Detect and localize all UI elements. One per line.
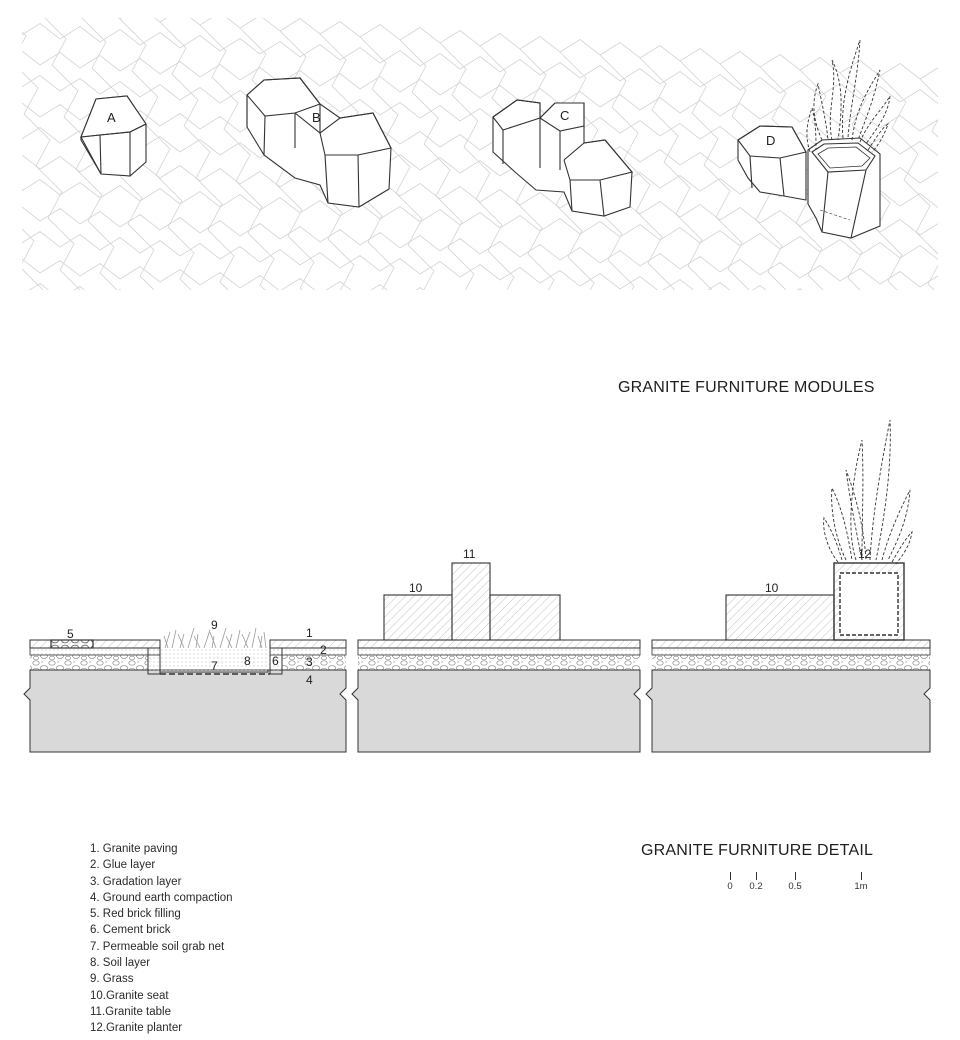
callout-7: 7 [211,659,218,673]
callout-8: 8 [244,654,251,668]
legend-item: 8. Soil layer [90,957,151,970]
legend-item: 4. Ground earth compaction [90,891,233,904]
grid-line [839,72,903,290]
module-c-label: C [560,108,569,123]
section-seat-planter [645,419,931,753]
grid-line [159,21,235,290]
modules-title: GRANITE FURNITURE MODULES [618,379,875,396]
grid-line [22,31,81,290]
legend-item: 6. Cement brick [90,924,171,937]
module-b: B [246,77,392,208]
module-b-label: B [312,110,321,125]
callout-10-seat-planter: 10 [765,581,779,595]
legend-item: 2. Glue layer [90,859,156,872]
legend-item: 12.Granite planter [90,1022,183,1035]
grid-line [639,57,713,290]
grid-line [28,283,122,290]
grid-line [439,42,515,290]
grid-line [919,78,938,138]
grid-line [22,188,44,290]
legend-item: 11.Granite table [90,1005,171,1018]
grid-line [44,18,118,290]
legend-item: 1. Granite paving [90,843,178,855]
callout-6: 6 [272,654,279,668]
scale-tick [861,872,862,880]
section-paving-grass [23,627,347,753]
grid-line [22,50,938,132]
section-seat-table [351,562,641,753]
grid-line [239,27,315,290]
module-a: A [80,95,147,177]
legend-item: 9. Grass [90,973,134,986]
grid-line [119,18,195,290]
legend-item: 10.Granite seat [90,989,169,1002]
scale-tick [756,872,757,880]
callout-11: 11 [463,547,476,561]
scale-label: 0.5 [788,881,802,892]
module-c: C [492,99,633,217]
scale-label: 1m [854,881,868,892]
callout-3: 3 [306,655,313,669]
legend-item: 5. Red brick filling [90,908,181,921]
grid-line [22,231,803,290]
grid-line [399,39,475,290]
module-d: D [737,39,891,239]
isometric-grid-background [0,4,938,290]
module-a-label: A [107,110,116,125]
grid-line [22,258,424,290]
callout-1: 1 [306,626,313,640]
scale-tick [795,872,796,880]
scale-label: 0.2 [749,881,763,892]
legend-list: 1. Granite paving 2. Glue layer 3. Grada… [90,841,233,1037]
callout-12: 12 [858,547,872,561]
grid-line [759,66,824,290]
grid-line [879,75,938,290]
callout-labels: 5 9 1 2 3 4 6 7 8 10 11 10 12 [67,547,872,687]
callout-4: 4 [306,673,313,687]
grid-line [479,45,555,290]
grid-line [118,18,938,80]
scale-label: 0 [727,881,733,892]
callout-5: 5 [67,627,74,641]
detail-title: GRANITE FURNITURE DETAIL [641,842,874,859]
grid-line [22,179,938,260]
grid-line [719,63,787,290]
scale-tick [730,872,731,880]
grid-line [679,60,750,290]
grid-line [359,36,435,290]
grid-line [599,54,675,290]
callout-9: 9 [211,618,218,632]
legend-item: 7. Permeable soil grab net [90,940,225,953]
grid-line [199,24,275,290]
module-d-label: D [766,133,775,148]
grid-line [0,4,6,290]
grid-line [22,23,938,104]
callout-2: 2 [320,643,327,657]
legend-item: 3. Gradation layer [90,875,182,888]
scale-bar: 0 0.2 0.5 1m [720,872,880,896]
callout-10-seat: 10 [409,581,423,595]
